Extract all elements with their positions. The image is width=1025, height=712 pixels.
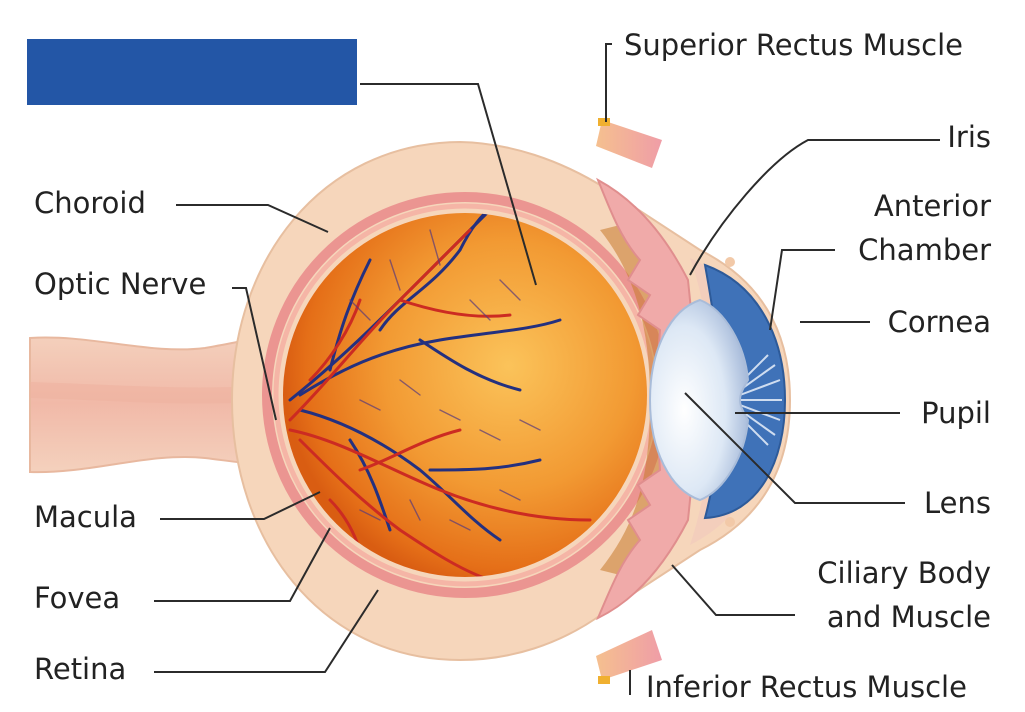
label-macula: Macula	[34, 500, 137, 534]
redaction-box	[27, 39, 357, 105]
label-inferior-rectus-muscle: Inferior Rectus Muscle	[646, 670, 967, 704]
label-choroid: Choroid	[34, 186, 146, 220]
label-anterior-chamber-line1: Anterior	[873, 189, 991, 223]
vitreous-body-shape	[283, 213, 647, 577]
label-ciliary-body-line1: Ciliary Body	[817, 556, 991, 590]
label-iris: Iris	[947, 120, 991, 154]
ciliary-body-shape	[596, 177, 702, 621]
label-fovea: Fovea	[34, 581, 121, 615]
label-pupil: Pupil	[921, 396, 991, 430]
leader-lines	[154, 43, 940, 695]
label-optic-nerve: Optic Nerve	[34, 267, 207, 301]
label-anterior-chamber-line2: Chamber	[858, 233, 991, 267]
label-superior-rectus-muscle: Superior Rectus Muscle	[624, 28, 963, 62]
label-retina: Retina	[34, 652, 127, 686]
lens-shape	[648, 298, 750, 502]
label-lens: Lens	[924, 486, 991, 520]
label-ciliary-body-line2: and Muscle	[826, 600, 991, 634]
label-cornea: Cornea	[887, 305, 991, 339]
inferior-rectus-muscle-shape	[596, 630, 662, 680]
superior-rectus-muscle-shape	[596, 120, 662, 168]
artery-shapes	[288, 228, 592, 577]
